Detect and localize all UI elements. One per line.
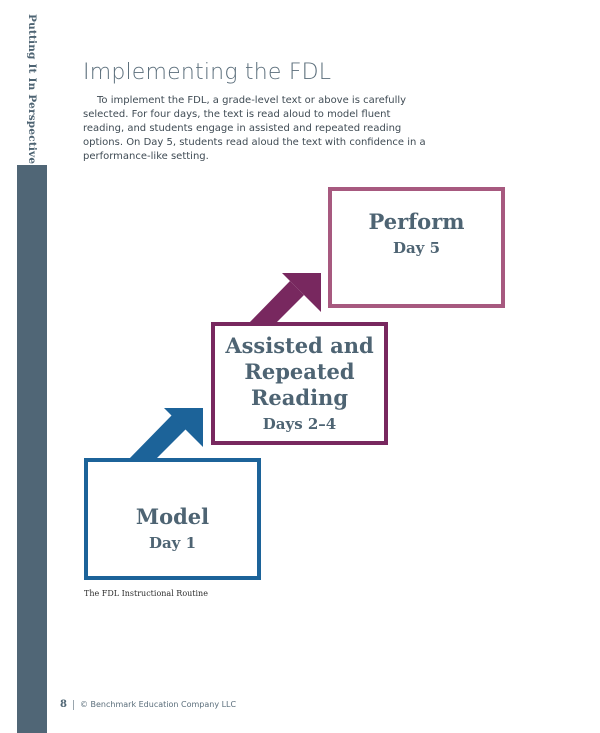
copyright-text: © Benchmark Education Company LLC <box>79 700 237 709</box>
page-footer: 8 © Benchmark Education Company LLC <box>60 699 236 710</box>
arrow-shaft <box>247 281 304 325</box>
arrow-shaft <box>128 415 186 460</box>
sidebar-bar <box>17 165 47 733</box>
section-label: Putting It In Perspective <box>26 14 38 165</box>
footer-divider <box>72 699 74 710</box>
step-title: Perform <box>368 209 465 234</box>
step-days: Days 2–4 <box>262 415 337 433</box>
step-assisted-box: Assisted and Repeated Reading Days 2–4 <box>211 322 388 445</box>
diagram-caption: The FDL Instructional Routine <box>84 589 208 598</box>
arrow-head <box>282 273 321 312</box>
step-model-box: Model Day 1 <box>84 458 261 580</box>
step-days: Day 1 <box>148 533 197 552</box>
page-title: Implementing the FDL <box>83 60 332 85</box>
arrow-assisted-to-perform-icon <box>247 273 321 325</box>
page-number: 8 <box>60 699 67 710</box>
step-title: Assisted and Repeated Reading <box>225 333 374 410</box>
arrow-head <box>164 408 203 447</box>
intro-paragraph: To implement the FDL, a grade-level text… <box>83 95 426 162</box>
arrow-model-to-assisted-icon <box>128 408 203 460</box>
step-perform-box: Perform Day 5 <box>328 187 505 308</box>
step-title: Model <box>135 503 210 529</box>
step-days: Day 5 <box>392 239 441 257</box>
